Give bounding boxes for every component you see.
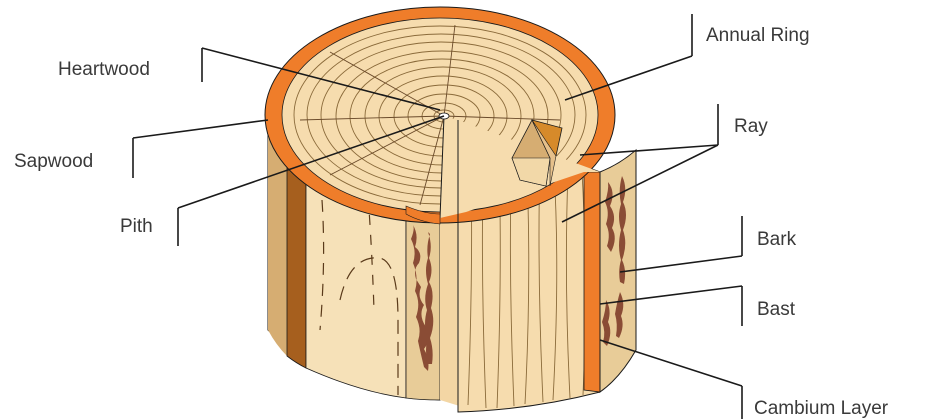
label-cambium-layer: Cambium Layer [754, 398, 889, 419]
leader-sapwood [133, 120, 268, 178]
label-bark: Bark [757, 229, 797, 250]
leader-bark [620, 216, 742, 272]
label-pith: Pith [120, 216, 153, 237]
label-annual-ring: Annual Ring [706, 25, 810, 46]
label-bast: Bast [757, 299, 796, 320]
label-heartwood: Heartwood [58, 59, 150, 80]
label-sapwood: Sapwood [14, 151, 93, 172]
heartwood-band [287, 166, 306, 368]
label-ray: Ray [734, 116, 768, 137]
